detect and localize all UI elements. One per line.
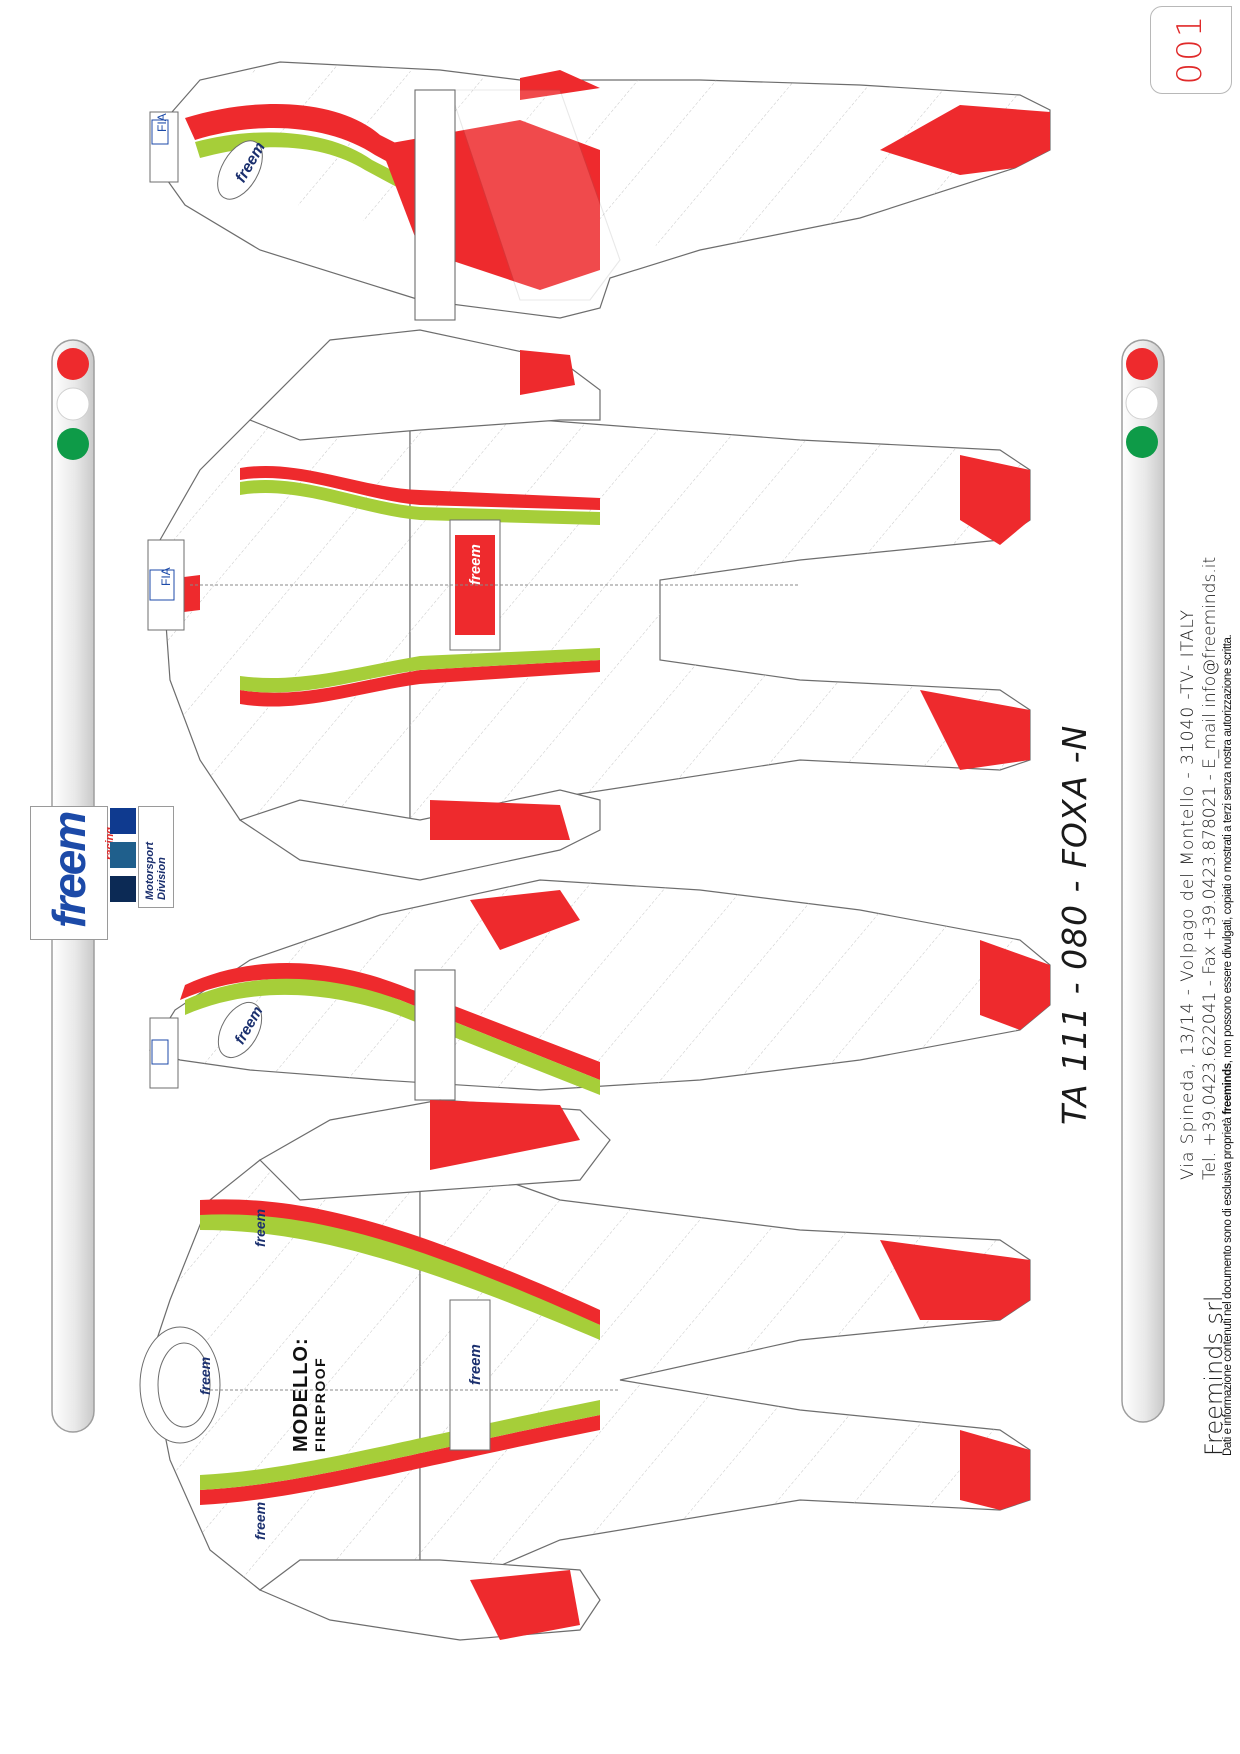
svg-text:freem: freem — [252, 1209, 268, 1247]
brand-logo: freem — [43, 812, 95, 928]
logo-swatch-navy — [110, 876, 136, 902]
svg-text:freem: freem — [197, 1357, 213, 1395]
footer-swatch-red — [1126, 348, 1158, 380]
model-label-block: MODELLO: FIREPROOF — [290, 1337, 328, 1452]
footer-swatch-green — [1126, 426, 1158, 458]
svg-text:freem: freem — [467, 1344, 484, 1385]
svg-text:freem: freem — [467, 544, 484, 585]
swatch-red — [57, 348, 89, 380]
suit-back-view: freem freem freem freem — [139, 1099, 1031, 1641]
swatch-white — [56, 387, 90, 421]
logo-swatch-blue — [110, 808, 136, 834]
division-badge — [138, 806, 174, 908]
model-label: MODELLO: — [290, 1337, 312, 1452]
footer-swatch-white — [1125, 386, 1159, 420]
logo-swatch-teal — [110, 842, 136, 868]
company-address: Via Spineda, 13/14 - Volpago del Montell… — [1178, 609, 1198, 1180]
brand-logo-box — [30, 806, 108, 940]
swatch-green — [57, 428, 89, 460]
svg-text:FIA: FIA — [155, 113, 169, 132]
suit-side-view-bottom: freem — [149, 879, 1051, 1101]
suit-side-view-top: FIA freem — [149, 61, 1051, 321]
model-category: FIREPROOF — [312, 1356, 328, 1452]
page-number-tab — [1150, 6, 1232, 94]
page-number: 001 — [1170, 13, 1210, 85]
footer-capsule — [1121, 339, 1165, 1423]
disclaimer: Dati e informazione contenuti nel docume… — [1222, 634, 1234, 1456]
suit-front-view: freem FIA — [147, 329, 1031, 881]
svg-text:freem: freem — [252, 1502, 268, 1540]
footer-swatch-panel — [1121, 339, 1165, 1423]
svg-text:FIA: FIA — [159, 567, 173, 586]
company-contact: Tel. +39.0423.622041 - Fax +39.0423.8780… — [1200, 556, 1220, 1180]
model-code: TA 111 - 080 - FOXA -N — [1055, 724, 1094, 1125]
